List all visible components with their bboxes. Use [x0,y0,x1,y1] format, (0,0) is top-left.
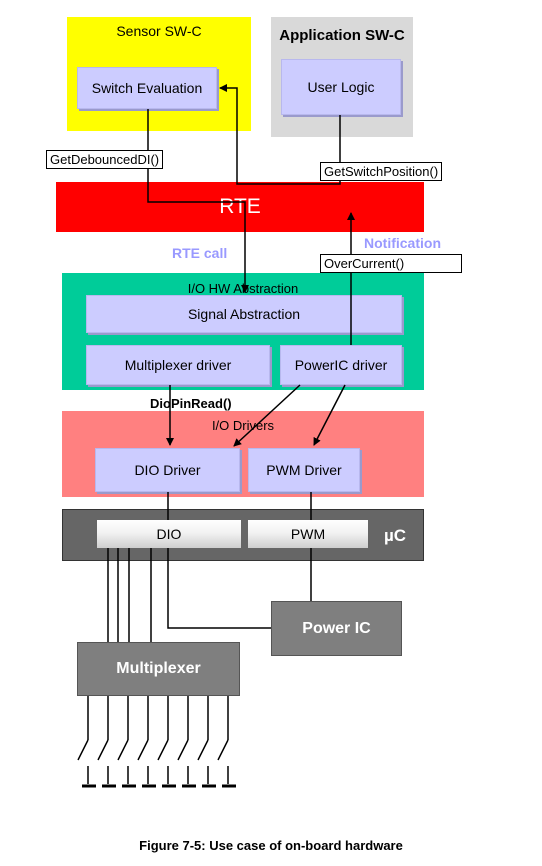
poweric-driver-box: PowerIC driver [280,345,402,385]
pwm-driver-box: PWM Driver [248,448,360,492]
figure-caption: Figure 7-5: Use case of on-board hardwar… [139,838,403,853]
dio-pin-read-label: DioPinRead() [150,396,232,411]
over-current-label: OverCurrent() [320,254,462,273]
pwm-port-box: PWM [248,520,368,548]
switch-8 [217,696,236,788]
rte-bar [56,182,424,232]
dio-to-power-ic-wire [167,548,271,629]
io-drivers-title: I/O Drivers [211,418,275,433]
dio-driver-box: DIO Driver [95,448,240,492]
multiplexer-box: Multiplexer [77,642,240,696]
poweric-to-pwm-wire [313,384,346,446]
sensor-swc-title: Sensor SW-C [116,23,202,39]
switch-array [77,696,236,788]
switch-1 [77,696,96,788]
switch-3 [117,696,136,788]
switch-6 [177,696,196,788]
get-switch-position-wire [219,84,341,185]
dio-port-box: DIO [97,520,241,548]
user-logic-box: User Logic [281,59,401,115]
switch-5 [157,696,176,788]
power-ic-box: Power IC [271,601,402,656]
get-debounced-di-label: GetDebouncedDI() [46,150,164,169]
rte-call-wire [147,109,249,293]
rte-label: RTE [219,195,261,218]
switch-evaluation-box: Switch Evaluation [77,67,217,109]
poweric-to-dio-wire [233,384,301,447]
application-swc-title: Application SW-C [279,27,405,44]
rte-call-label: RTE call [172,245,228,261]
get-switch-position-label: GetSwitchPosition() [320,162,443,181]
switch-4 [137,696,156,788]
signal-abstraction-box: Signal Abstraction [86,295,402,333]
microcontroller-label: µC [384,526,407,545]
switch-7 [197,696,216,788]
multiplexer-driver-box: Multiplexer driver [86,345,270,385]
notification-label: Notification [364,235,441,251]
switch-2 [97,696,116,788]
